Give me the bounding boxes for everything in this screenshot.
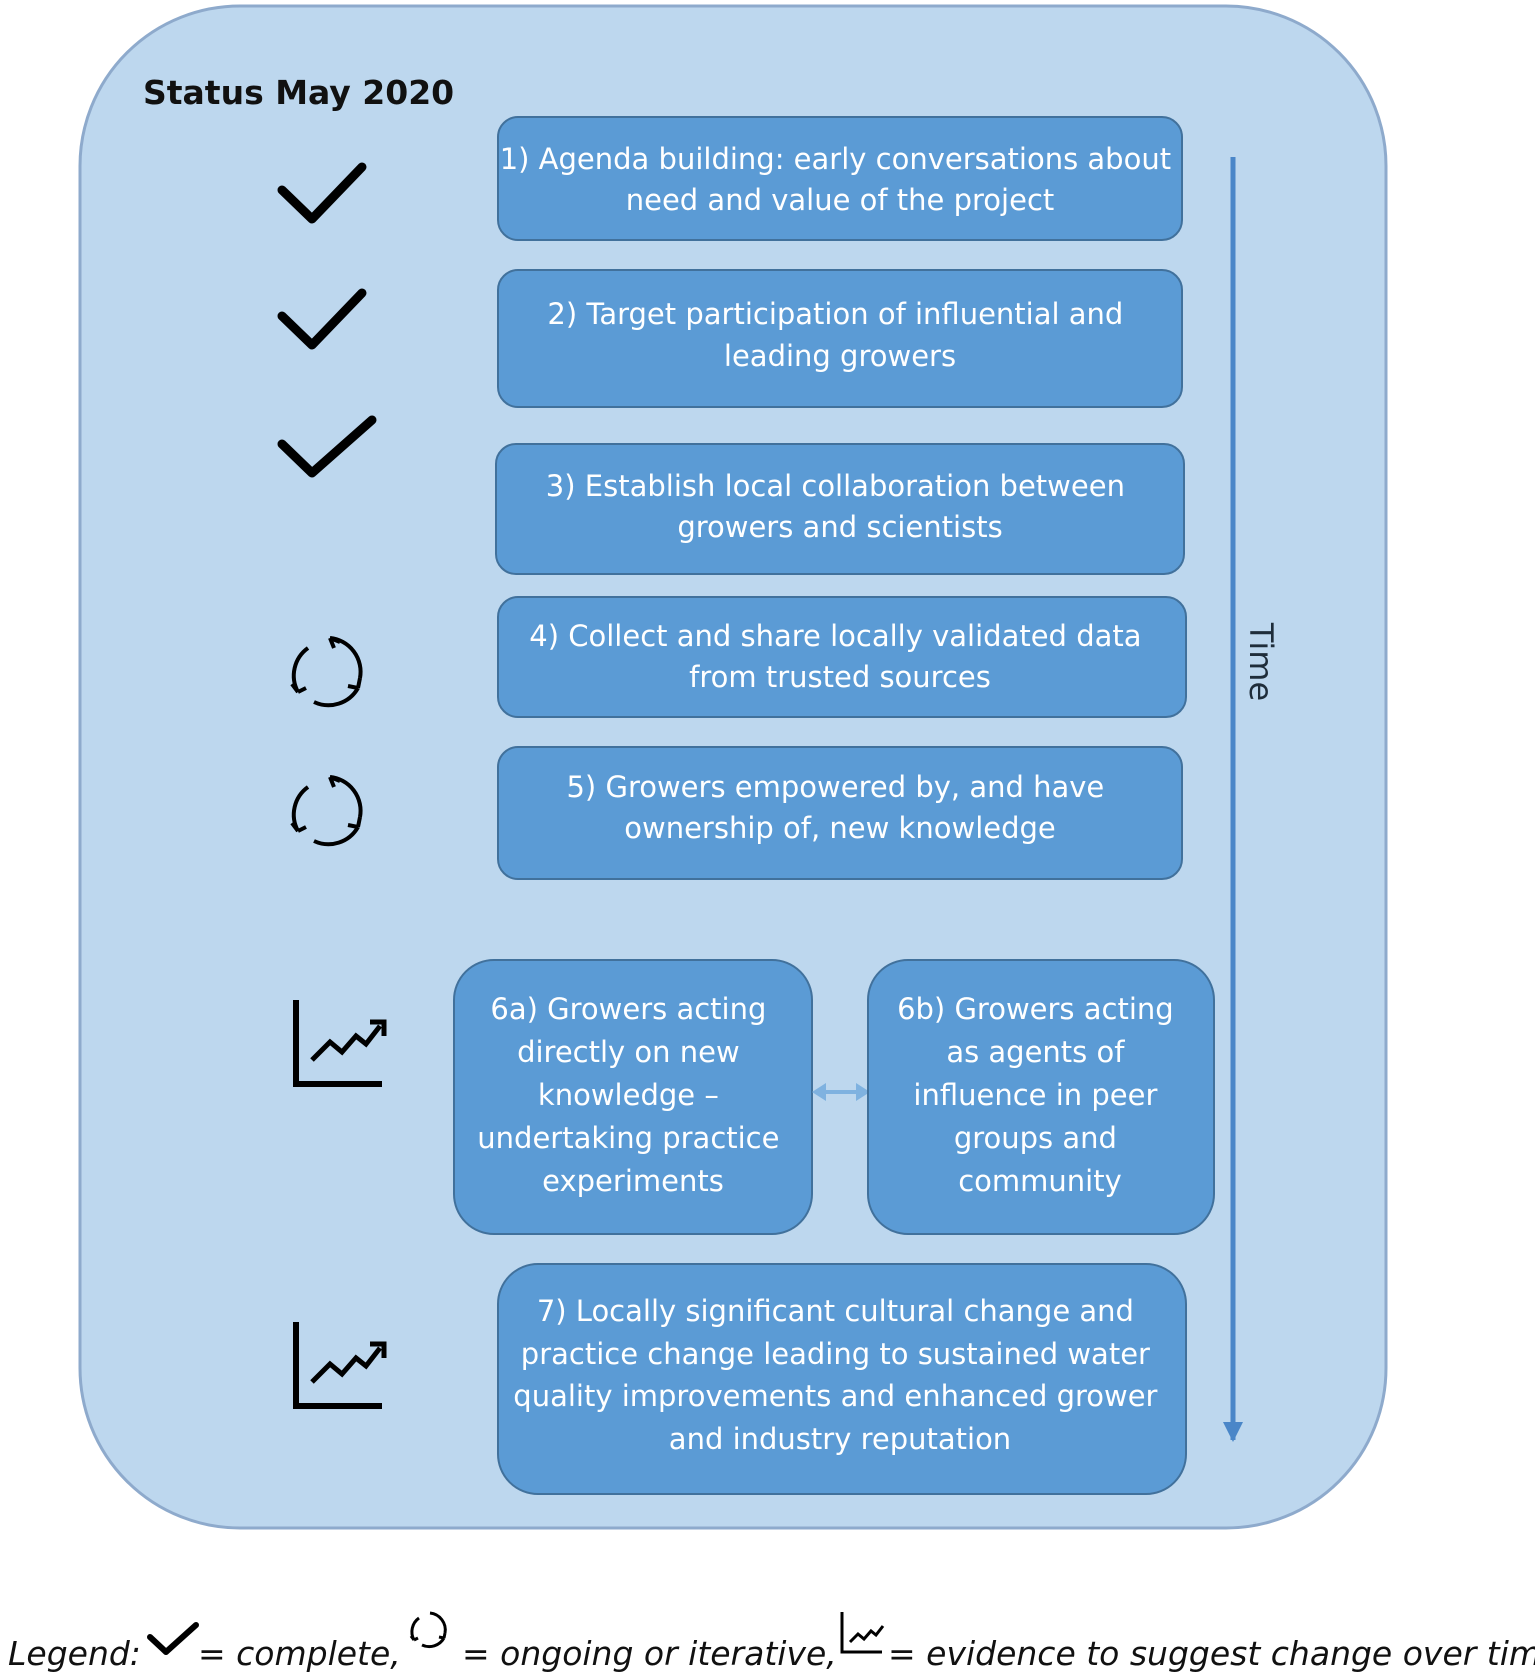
bidirectional-arrow	[812, 1083, 870, 1101]
trend-chart-icon	[293, 1322, 387, 1409]
step-line: ownership of, new knowledge	[624, 811, 1056, 845]
step-line: 4) Collect and share locally validated d…	[529, 619, 1141, 653]
step-line: need and value of the project	[626, 183, 1055, 217]
trend-chart-icon	[293, 1000, 387, 1087]
step-line: 7) Locally significant cultural change a…	[537, 1294, 1134, 1328]
step-2-text: 2) Target participation of influential a…	[547, 297, 1132, 373]
step-6b: 6b) Growers acting as agents of influenc…	[867, 959, 1215, 1235]
step-6a-text: 6a) Growers acting directly on new knowl…	[477, 992, 788, 1198]
step-line: knowledge –	[538, 1078, 719, 1112]
step-line: directly on new	[517, 1035, 740, 1069]
legend-ongoing: = ongoing or iterative,	[462, 1634, 837, 1673]
trend-chart-icon	[840, 1612, 885, 1654]
step-line: undertaking practice	[477, 1121, 779, 1155]
step-1-text: 1) Agenda building: early conversations …	[500, 142, 1181, 217]
step-box	[453, 959, 813, 1235]
checkmark-icon	[277, 162, 367, 224]
legend-complete: = complete,	[198, 1634, 401, 1673]
cycle-arrows-icon	[290, 775, 363, 847]
step-7-text: 7) Locally significant cultural change a…	[513, 1294, 1166, 1456]
step-3: 3) Establish local collaboration between…	[495, 443, 1185, 575]
cycle-arrows-icon	[409, 1611, 447, 1649]
legend: Legend: = complete, = ongoing or iterati…	[8, 1611, 1535, 1673]
step-box	[497, 116, 1183, 241]
step-5-text: 5) Growers empowered by, and have owners…	[566, 770, 1113, 845]
step-line: community	[958, 1164, 1122, 1198]
step-line: from trusted sources	[689, 660, 991, 694]
checkmark-icon	[277, 415, 377, 478]
step-line: as agents of	[946, 1035, 1125, 1069]
step-6a: 6a) Growers acting directly on new knowl…	[453, 959, 813, 1235]
time-label: Time	[1242, 622, 1280, 701]
step-box	[497, 746, 1183, 880]
step-5: 5) Growers empowered by, and have owners…	[497, 746, 1183, 880]
step-line: 2) Target participation of influential a…	[547, 297, 1123, 331]
checkmark-icon	[147, 1622, 199, 1655]
step-3-text: 3) Establish local collaboration between…	[546, 469, 1134, 544]
step-line: and industry reputation	[669, 1422, 1011, 1456]
legend-prefix: Legend:	[8, 1634, 141, 1673]
step-line: 1) Agenda building: early conversations …	[500, 142, 1171, 176]
step-line: influence in peer	[913, 1078, 1157, 1112]
checkmark-icon	[277, 288, 367, 350]
step-1: 1) Agenda building: early conversations …	[497, 116, 1183, 241]
step-7: 7) Locally significant cultural change a…	[497, 1263, 1187, 1495]
step-line: 5) Growers empowered by, and have	[566, 770, 1104, 804]
step-line: 6b) Growers acting	[897, 992, 1174, 1026]
step-box	[497, 1263, 1187, 1495]
cycle-arrows-icon	[290, 636, 363, 708]
step-line: quality improvements and enhanced grower	[513, 1379, 1157, 1413]
step-line: groups and	[954, 1121, 1117, 1155]
step-6b-text: 6b) Growers acting as agents of influenc…	[897, 992, 1183, 1198]
step-line: 3) Establish local collaboration between	[546, 469, 1125, 503]
step-line: practice change leading to sustained wat…	[521, 1337, 1150, 1371]
step-line: growers and scientists	[677, 510, 1002, 544]
legend-evidence: = evidence to suggest change over time	[888, 1634, 1535, 1673]
step-line: leading growers	[724, 339, 956, 373]
step-2: 2) Target participation of influential a…	[497, 269, 1183, 408]
step-4-text: 4) Collect and share locally validated d…	[529, 619, 1150, 694]
step-line: experiments	[542, 1164, 724, 1198]
step-box	[497, 596, 1187, 718]
step-4: 4) Collect and share locally validated d…	[497, 596, 1187, 718]
step-box	[495, 443, 1185, 575]
step-line: 6a) Growers acting	[490, 992, 766, 1026]
step-box	[867, 959, 1215, 1235]
step-box	[497, 269, 1183, 408]
status-title: Status May 2020	[143, 73, 454, 112]
